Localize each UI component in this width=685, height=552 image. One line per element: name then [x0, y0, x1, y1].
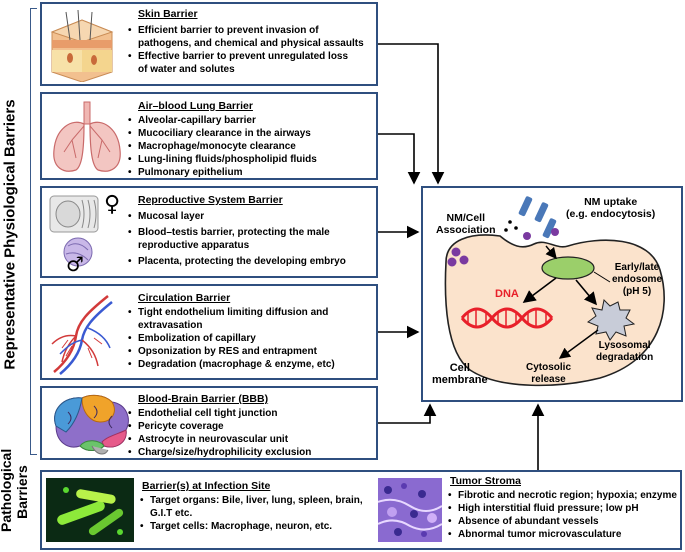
- tumor-stroma-title: Tumor Stroma: [450, 475, 521, 487]
- lysosome: [586, 298, 636, 341]
- list-item: Mucosal layer: [128, 210, 346, 223]
- list-item-continued: reproductive apparatus: [138, 240, 250, 251]
- list-item: Fibrotic and necrotic region; hypoxia; e…: [448, 489, 677, 502]
- bbb-title: Blood-Brain Barrier (BBB): [138, 393, 269, 405]
- circulation-barrier-title: Circulation Barrier: [138, 292, 231, 304]
- list-item: Abnormal tumor microvasculature: [448, 528, 677, 541]
- female-symbol-icon: ♀: [104, 192, 121, 217]
- skin-barrier-panel: Skin Barrier Efficient barrier to preven…: [40, 2, 378, 86]
- list-item: Tight endothelium limiting diffusion and: [128, 306, 335, 319]
- nanoparticle-1: [518, 196, 533, 217]
- lung-barrier-panel: Air–blood Lung Barrier Alveolar-capillar…: [40, 92, 378, 180]
- list-item: Absence of abundant vessels: [448, 515, 677, 528]
- nm-uptake-label: NM uptake(e.g. endocytosis): [566, 196, 656, 220]
- bacteria-icon: [46, 478, 134, 542]
- bbb-list: Endothelial cell tight junction Pericyte…: [128, 407, 311, 459]
- tumor-stroma-list: Fibrotic and necrotic region; hypoxia; e…: [448, 489, 677, 541]
- list-item: Mucociliary clearance in the airways: [128, 127, 317, 140]
- lung-barrier-list: Alveolar-capillary barrier Mucociliary c…: [128, 114, 317, 179]
- list-item: Pulmonary epithelium: [128, 166, 317, 179]
- cell-body: [444, 234, 665, 387]
- reproductive-organs-icon: [49, 195, 99, 267]
- bbb-arrow: [378, 403, 437, 424]
- skin-barrier-title: Skin Barrier: [138, 8, 198, 20]
- endosome: [541, 256, 595, 280]
- bbb-panel: Blood-Brain Barrier (BBB) Endothelial ce…: [40, 386, 378, 460]
- infection-site-title: Barrier(s) at Infection Site: [142, 480, 271, 492]
- list-item: Embolization of capillary: [128, 332, 335, 345]
- skin-illustration-icon: [50, 10, 114, 82]
- list-item: Endothelial cell tight junction: [128, 407, 311, 420]
- list-item-continued: extravasation: [138, 320, 203, 331]
- list-item: Charge/size/hydrophilicity exclusion: [128, 446, 311, 459]
- lungs-icon: [53, 101, 121, 172]
- lung-arrow: [378, 133, 421, 185]
- infection-site-list: Target organs: Bile, liver, lung, spleen…: [140, 494, 363, 533]
- list-item-continued: pathogens, and chemical and physical ass…: [138, 38, 364, 49]
- pathological-panel: Barrier(s) at Infection Site Target orga…: [40, 470, 682, 550]
- list-item: Pericyte coverage: [128, 420, 311, 433]
- list-item: Macrophage/monocyte clearance: [128, 140, 317, 153]
- physiological-bracket: [30, 8, 37, 455]
- list-item: Alveolar-capillary barrier: [128, 114, 317, 127]
- dna-helix: [460, 307, 554, 329]
- list-item: Efficient barrier to prevent invasion of: [128, 24, 364, 37]
- list-item: Astrocyte in neurovascular unit: [128, 433, 311, 446]
- list-item: Opsonization by RES and entrapment: [128, 345, 335, 358]
- reproductive-barrier-list: Mucosal layer Blood–testis barrier, prot…: [128, 210, 346, 268]
- list-item: High interstitial fluid pressure; low pH: [448, 502, 677, 515]
- list-item: Blood–testis barrier, protecting the mal…: [128, 226, 346, 239]
- list-item: Effective barrier to prevent unregulated…: [128, 50, 364, 63]
- nanoparticle-2: [534, 202, 549, 223]
- list-item: Lung-lining fluids/phospholipid fluids: [128, 153, 317, 166]
- list-item: Placenta, protecting the developing embr…: [128, 255, 346, 268]
- list-item: Target cells: Macrophage, neuron, etc.: [140, 520, 363, 533]
- skin-barrier-list: Efficient barrier to prevent invasion of…: [128, 24, 364, 76]
- list-item: Target organs: Bile, liver, lung, spleen…: [140, 494, 363, 507]
- brain-icon: [54, 394, 129, 455]
- dna-label: DNA: [495, 288, 519, 300]
- list-item: Degradation (macrophage & enzyme, etc): [128, 358, 335, 371]
- nanoparticle-3: [542, 218, 557, 239]
- circulation-barrier-panel: Circulation Barrier Tight endothelium li…: [40, 284, 378, 380]
- skin-arrow: [378, 43, 445, 185]
- tumor-stroma-histology-icon: [378, 478, 442, 542]
- male-symbol-icon: ♂: [66, 252, 84, 276]
- reproductive-barrier-panel: ♀ ♂ Reproductive System Barrier Mucosal …: [40, 186, 378, 278]
- list-item-continued: of water and solutes: [138, 64, 235, 75]
- blood-vessels-icon: [51, 295, 113, 375]
- circulation-barrier-list: Tight endothelium limiting diffusion and…: [128, 306, 335, 371]
- list-item-continued: G.I.T etc.: [150, 508, 193, 519]
- lung-barrier-title: Air–blood Lung Barrier: [138, 100, 253, 112]
- reproductive-barrier-title: Reproductive System Barrier: [138, 194, 283, 206]
